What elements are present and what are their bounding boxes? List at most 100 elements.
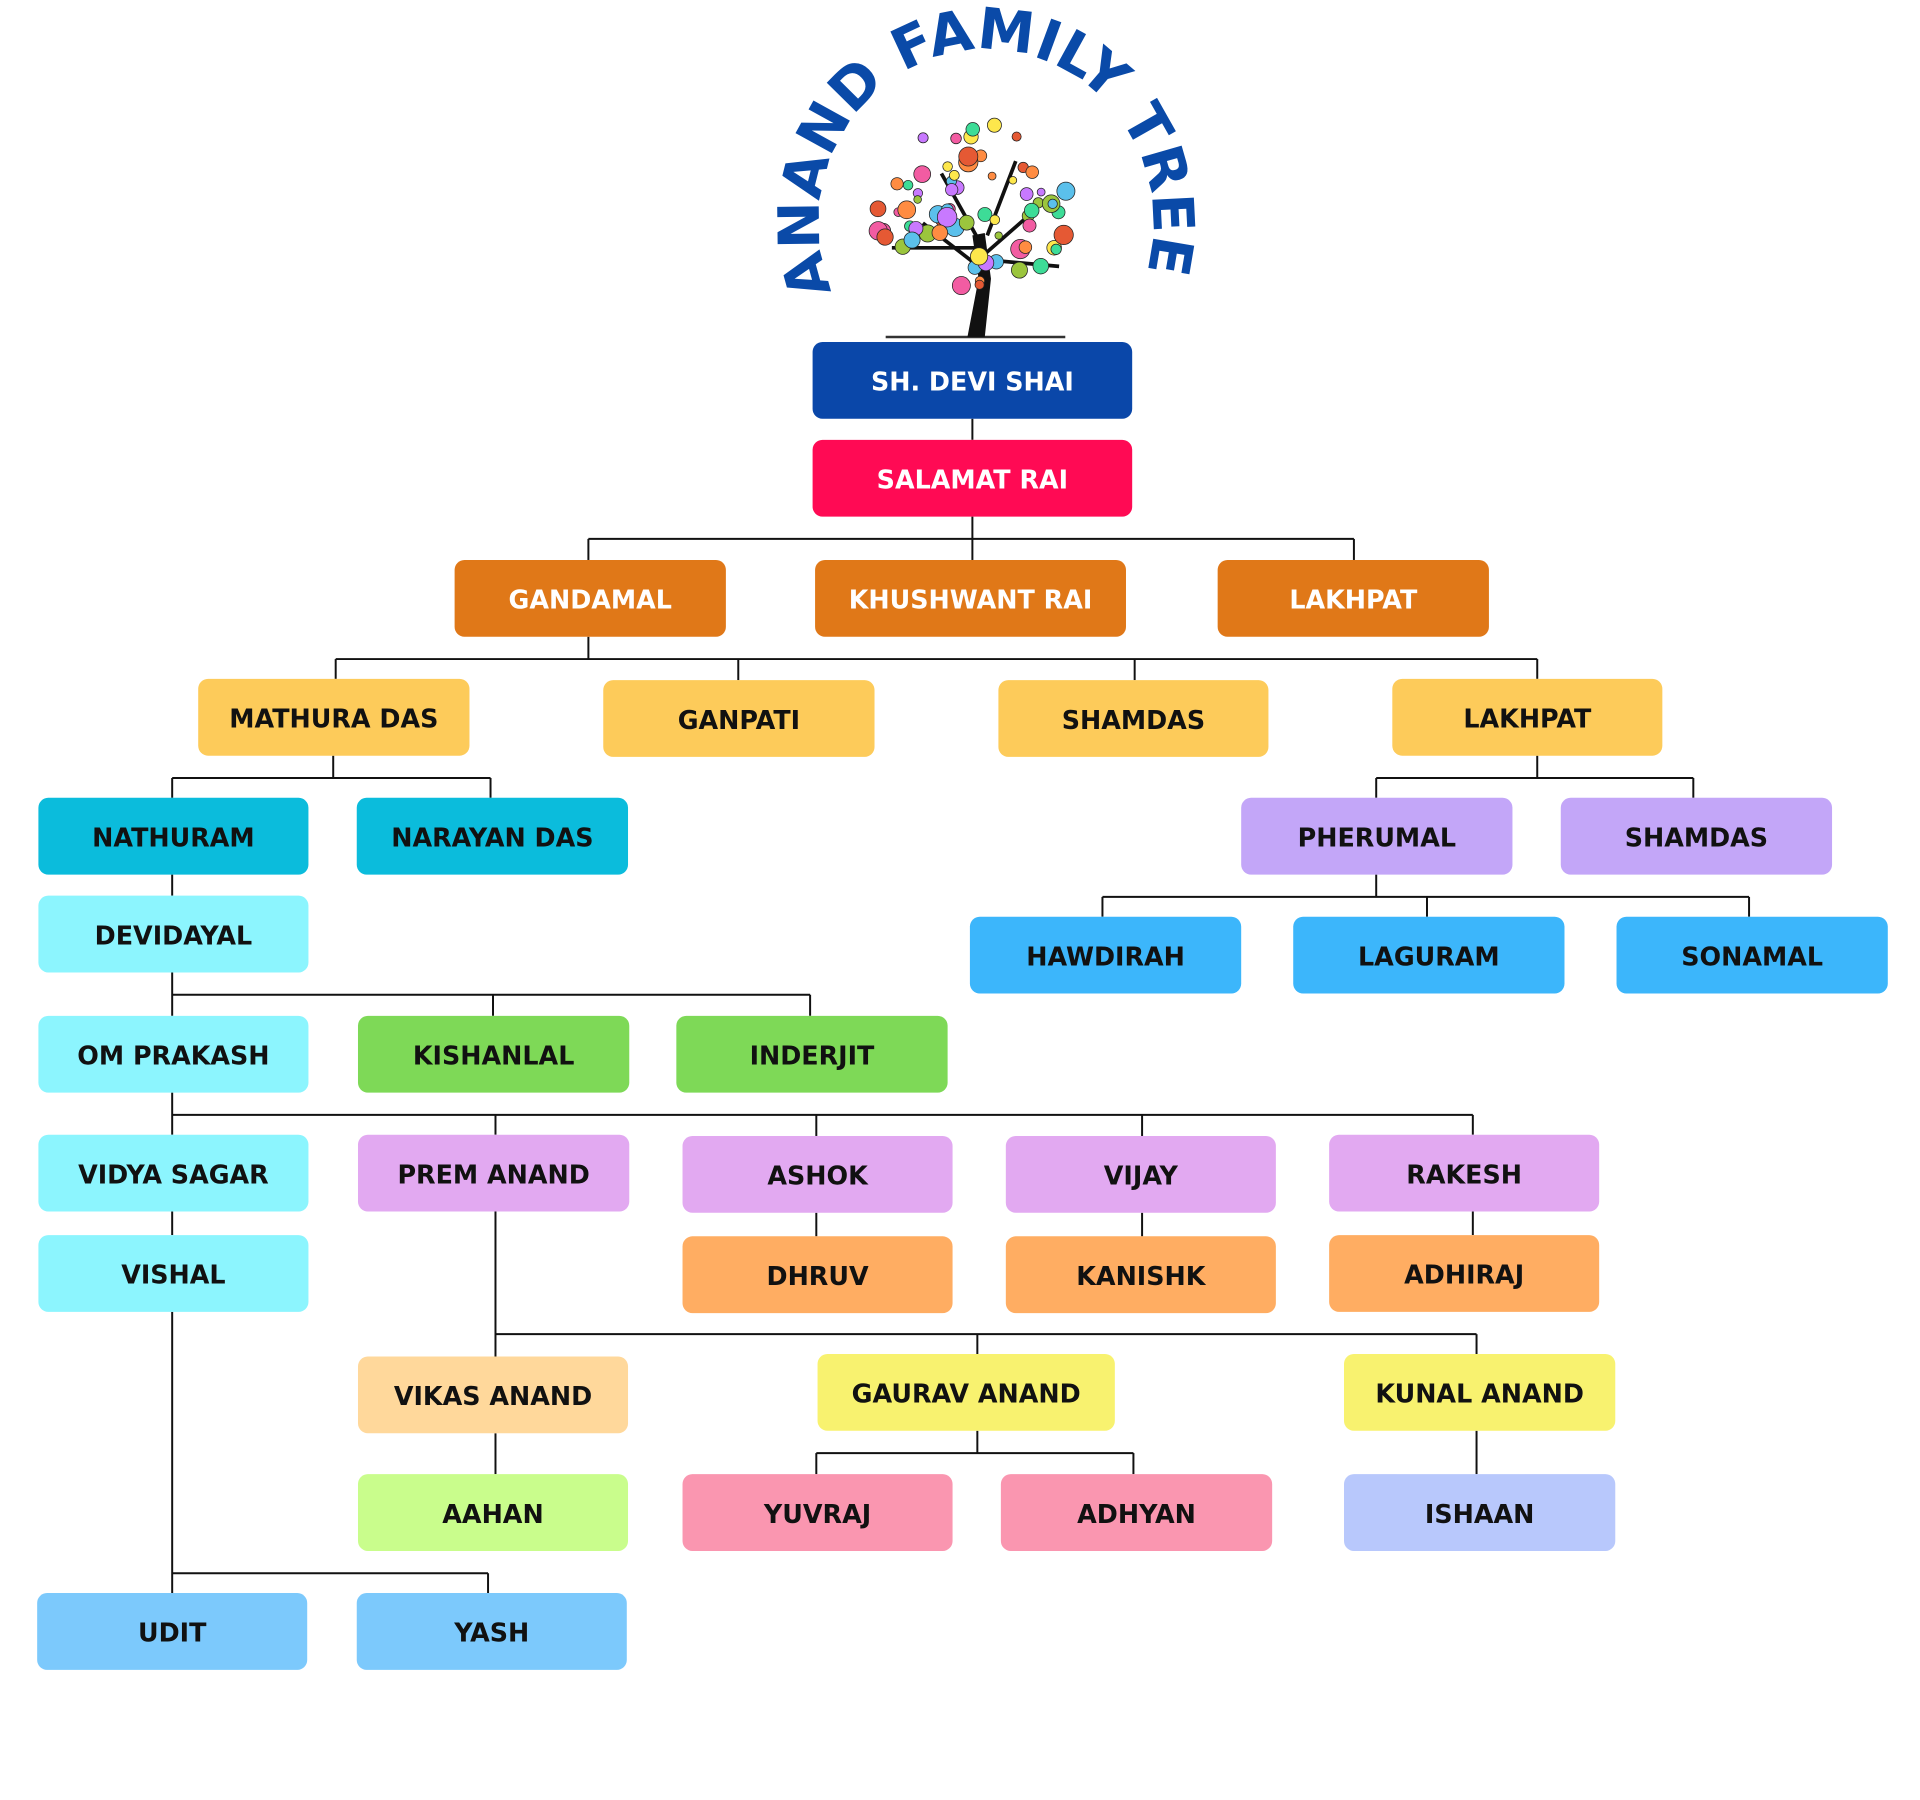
member-box (38, 1015, 309, 1093)
member-box (603, 680, 875, 757)
member-node: RAKESH (1329, 1134, 1600, 1212)
member-node: LAGURAM (1293, 916, 1565, 994)
member-name: KISHANLAL (413, 1040, 574, 1070)
member-name: YASH (453, 1618, 529, 1648)
flower-icon (876, 228, 894, 246)
flower-icon (1056, 181, 1076, 201)
member-box (812, 439, 1133, 517)
member-node: KHUSHWANT RAI (815, 559, 1126, 637)
member-name: SONAMAL (1681, 941, 1823, 971)
member-name: NATHURAM (92, 822, 254, 852)
member-node: NATHURAM (38, 797, 309, 875)
flower-icon (1050, 243, 1062, 255)
member-node: VIJAY (1005, 1135, 1276, 1213)
member-node: LAKHPAT (1217, 559, 1489, 637)
member-name: SHAMDAS (1625, 822, 1768, 852)
member-box (1005, 1236, 1276, 1314)
member-node: ISHAAN (1344, 1474, 1616, 1551)
member-node: UDIT (37, 1593, 308, 1670)
member-box (682, 1135, 953, 1213)
member-node: LAKHPAT (1392, 678, 1663, 756)
member-box (37, 1593, 308, 1670)
member-box (38, 895, 309, 973)
flower-icon (917, 132, 929, 144)
member-box (1344, 1353, 1616, 1431)
member-name: HAWDIRAH (1026, 941, 1185, 971)
member-node: DEVIDAYAL (38, 895, 309, 973)
member-name: VIKAS ANAND (394, 1381, 592, 1411)
member-name: MATHURA DAS (229, 704, 438, 734)
flower-icon (1025, 165, 1039, 179)
flower-icon (936, 207, 958, 228)
member-box (1329, 1134, 1600, 1212)
member-name: LAKHPAT (1463, 704, 1592, 734)
member-name: UDIT (138, 1618, 207, 1648)
member-box (1000, 1474, 1273, 1551)
member-node: ADHIRAJ (1329, 1235, 1600, 1312)
member-name: GANPATI (678, 705, 800, 735)
flower-icon (902, 179, 914, 191)
member-node: ASHOK (682, 1135, 953, 1213)
flower-icon (948, 170, 960, 181)
flower-icon (951, 276, 971, 296)
member-box (357, 1134, 630, 1212)
flower-icon (903, 231, 921, 249)
member-name: INDERJIT (750, 1040, 875, 1070)
flower-icon (965, 122, 980, 137)
member-name: GAURAV ANAND (852, 1379, 1081, 1409)
flower-icon (945, 183, 959, 197)
member-box (969, 916, 1242, 994)
flower-icon (1018, 240, 1033, 254)
flower-icon (1036, 187, 1046, 197)
member-box (1392, 678, 1663, 756)
flower-icon (987, 117, 1002, 133)
member-name: ASHOK (767, 1161, 869, 1191)
flower-icon (958, 214, 975, 231)
member-node: YASH (356, 1593, 627, 1670)
member-name: AAHAN (442, 1499, 543, 1529)
flower-icon (1008, 176, 1018, 185)
flower-icon (1024, 202, 1040, 219)
member-box (682, 1474, 953, 1551)
member-node: GANDAMAL (454, 559, 726, 637)
flower-icon (970, 247, 989, 266)
member-node: MATHURA DAS (198, 678, 470, 756)
member-box (1005, 1135, 1276, 1213)
member-name: YUVRAJ (763, 1499, 871, 1529)
member-name: DHRUV (767, 1261, 869, 1291)
member-node: VIDYA SAGAR (38, 1134, 309, 1212)
flower-icon (987, 171, 997, 181)
member-name: SALAMAT RAI (877, 464, 1068, 494)
flower-icon (931, 224, 948, 241)
member-box (1217, 559, 1489, 637)
member-box (454, 559, 726, 637)
member-box (1616, 916, 1888, 994)
member-name: NARAYAN DAS (391, 822, 593, 852)
flower-icon (974, 279, 985, 290)
member-box (815, 559, 1126, 637)
member-box (682, 1236, 953, 1314)
member-name: KANISHK (1076, 1261, 1206, 1291)
member-name: ADHYAN (1077, 1499, 1196, 1529)
member-box (1344, 1474, 1616, 1551)
member-node: VIKAS ANAND (357, 1356, 629, 1434)
flower-icon (1011, 131, 1022, 142)
member-node: SHAMDAS (1560, 797, 1833, 875)
member-name: VIDYA SAGAR (78, 1159, 269, 1189)
flower-icon (1032, 257, 1049, 275)
member-box (38, 1235, 309, 1312)
member-name: DEVIDAYAL (95, 920, 253, 950)
flower-icon (977, 207, 993, 222)
member-name: PHERUMAL (1298, 822, 1456, 852)
member-node: ADHYAN (1000, 1474, 1273, 1551)
member-node: KISHANLAL (357, 1015, 630, 1093)
flower-icon (1022, 218, 1037, 233)
member-name: ISHAAN (1425, 1499, 1534, 1529)
flower-icon (994, 231, 1003, 240)
member-name: LAGURAM (1358, 941, 1500, 971)
member-name: VISHAL (121, 1260, 225, 1290)
flower-icon (989, 214, 1001, 226)
member-name: SH. DEVI SHAI (871, 367, 1074, 397)
flower-icon (942, 161, 953, 172)
